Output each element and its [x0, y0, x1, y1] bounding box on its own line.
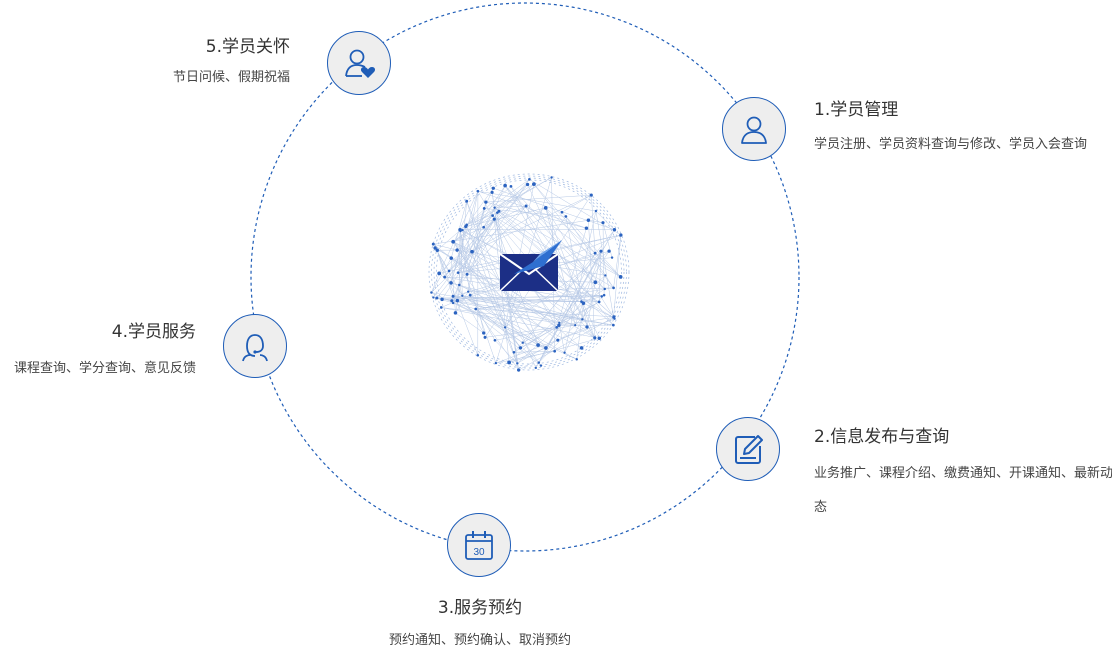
node-student-service[interactable]	[223, 314, 287, 378]
node-service-booking[interactable]: 30	[447, 513, 511, 577]
user-heart-icon	[345, 49, 376, 78]
node-student-care[interactable]	[327, 31, 391, 95]
item-desc: 业务推广、课程介绍、缴费通知、开课通知、最新动态	[814, 466, 1112, 515]
headset-icon	[242, 334, 268, 362]
network-globe	[428, 173, 630, 372]
item-desc: 节日问候、假期祝福	[172, 70, 290, 85]
calendar-icon: 30	[465, 531, 493, 560]
orbit-ring	[250, 2, 800, 552]
item-desc: 学员注册、学员资料查询与修改、学员入会查询	[814, 137, 1088, 152]
calendar-day: 30	[473, 547, 485, 558]
user-icon	[741, 116, 767, 144]
edit-icon	[735, 435, 763, 464]
item-title: 5.学员关怀	[205, 37, 290, 57]
item-title: 3.服务预约	[437, 598, 523, 618]
item-title: 2.信息发布与查询	[814, 427, 950, 447]
node-info-publish[interactable]	[716, 417, 780, 481]
item-title: 1.学员管理	[814, 100, 899, 120]
node-student-management[interactable]	[722, 97, 786, 161]
item-desc: 预约通知、预约确认、取消预约	[388, 633, 571, 648]
item-title: 4.学员服务	[111, 322, 196, 342]
item-desc: 课程查询、学分查询、意见反馈	[13, 361, 196, 376]
envelope-bird-logo-icon	[499, 240, 562, 292]
